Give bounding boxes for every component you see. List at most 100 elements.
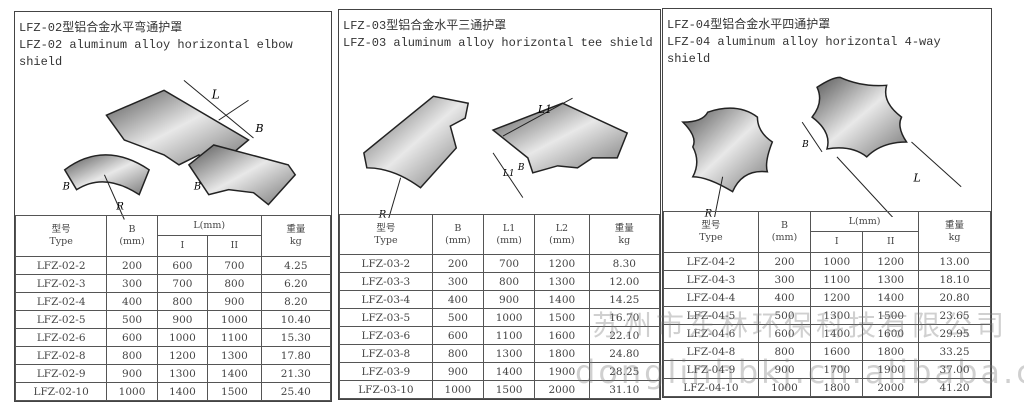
table-cell-text: LFZ-04-10 xyxy=(683,381,739,394)
table-cell: 200 xyxy=(431,254,484,273)
title-cn: LFZ-02型铝合金水平弯通护罩 xyxy=(19,21,183,35)
table-cell-text: 600 xyxy=(447,329,468,342)
dim-label: B xyxy=(517,163,525,173)
l1-header-unit: (mm) xyxy=(496,234,522,246)
table-cell: 1300 xyxy=(207,346,262,365)
tee-shield-panel: LFZ-03型铝合金水平三通护罩 LFZ-03 aluminum alloy h… xyxy=(338,9,661,400)
table-cell-text: 900 xyxy=(499,293,520,306)
dim-label: B xyxy=(254,122,263,135)
table-cell-text: 1200 xyxy=(823,291,851,304)
table-cell: 15.30 xyxy=(260,328,332,347)
table-cell: 1000 xyxy=(757,378,812,397)
l-header-text: L(mm) xyxy=(848,215,881,227)
table-cell: 1400 xyxy=(156,382,209,401)
panel-title: LFZ-02型铝合金水平弯通护罩 LFZ-02 aluminum alloy h… xyxy=(19,20,329,71)
type-header-label: 型号 xyxy=(51,224,71,235)
table-cell-text: 1800 xyxy=(548,347,576,360)
table-cell-text: 1000 xyxy=(444,383,472,396)
table-cell: 33.25 xyxy=(918,342,991,361)
table-cell: 37.00 xyxy=(918,360,991,379)
table-cell-text: 1400 xyxy=(823,327,851,340)
table-cell-text: 400 xyxy=(774,291,795,304)
table-cell: 1500 xyxy=(207,382,262,401)
elbow-shield-panel: LFZ-02型铝合金水平弯通护罩 LFZ-02 aluminum alloy h… xyxy=(14,11,332,402)
table-cell-text: 2000 xyxy=(877,381,905,394)
dim-label: R xyxy=(378,210,387,218)
table-cell-text: LFZ-02-4 xyxy=(36,295,86,308)
table-cell-text: LFZ-02-8 xyxy=(36,349,86,362)
table-cell: 18.10 xyxy=(918,270,991,289)
panel-title: LFZ-04型铝合金水平四通护罩 LFZ-04 aluminum alloy h… xyxy=(667,17,977,68)
table-cell-text: LFZ-04-9 xyxy=(686,363,736,376)
table-cell: 700 xyxy=(207,256,262,275)
table-cell: 600 xyxy=(106,328,158,347)
table-cell-text: 800 xyxy=(499,275,520,288)
table-cell: 23.65 xyxy=(918,306,991,325)
l-header-text: L(mm) xyxy=(193,219,226,231)
weight-header-label: 重量 xyxy=(286,224,306,235)
table-cell-text: 600 xyxy=(774,327,795,340)
type-header-unit: Type xyxy=(49,236,73,247)
table-cell: 500 xyxy=(431,308,484,327)
weight-header-unit: kg xyxy=(948,232,961,243)
table-cell-text: LFZ-03-4 xyxy=(361,293,411,306)
table-cell: 600 xyxy=(156,256,209,275)
table-cell-text: 200 xyxy=(122,259,143,272)
b-header: B(mm) xyxy=(106,215,158,257)
table-cell: 1600 xyxy=(534,326,590,345)
b-header-label: B xyxy=(780,220,788,231)
table-cell-text: 1600 xyxy=(823,345,851,358)
l1-header-label: L1 xyxy=(502,222,516,234)
table-cell-text: 1800 xyxy=(877,345,905,358)
table-cell: 800 xyxy=(156,292,209,311)
table-cell-text: LFZ-02-5 xyxy=(36,313,86,326)
table-cell: 1000 xyxy=(810,252,864,271)
table-cell: 16.70 xyxy=(588,308,661,327)
table-cell-text: 500 xyxy=(447,311,468,324)
table-cell-text: 28.25 xyxy=(609,365,640,378)
table-cell-text: 1100 xyxy=(823,273,851,286)
table-cell-text: LFZ-03-6 xyxy=(361,329,411,342)
table-cell: LFZ-02-6 xyxy=(14,328,108,347)
table-cell-text: LFZ-04-8 xyxy=(686,345,736,358)
table-cell: LFZ-03-3 xyxy=(339,272,433,291)
type-header-label: 型号 xyxy=(701,220,721,231)
table-cell: 1500 xyxy=(534,308,590,327)
table-cell: 1900 xyxy=(862,360,920,379)
table-cell: LFZ-02-8 xyxy=(14,346,108,365)
table-cell-text: 1100 xyxy=(221,331,248,344)
table-cell: LFZ-03-2 xyxy=(339,254,433,273)
b-header-label: B xyxy=(454,222,462,234)
table-cell: 400 xyxy=(431,290,484,309)
l1-header-text: I xyxy=(834,236,839,247)
b-header-label: B xyxy=(128,224,136,235)
table-cell: 200 xyxy=(757,252,812,271)
table-cell: 900 xyxy=(482,290,536,309)
dim-label: L xyxy=(211,87,220,101)
table-cell: 13.00 xyxy=(918,252,991,271)
table-cell: 800 xyxy=(207,274,262,293)
table-cell: LFZ-03-4 xyxy=(339,290,433,309)
table-cell: 800 xyxy=(106,346,158,365)
table-cell: 600 xyxy=(431,326,484,345)
b-header-unit: (mm) xyxy=(771,232,798,243)
title-en: LFZ-02 aluminum alloy horizontal elbow s… xyxy=(19,38,300,69)
table-cell: 41.20 xyxy=(918,378,991,397)
table-cell: 700 xyxy=(156,274,209,293)
table-cell: 800 xyxy=(431,344,484,363)
table-cell: 10.40 xyxy=(260,310,332,329)
table-cell-text: 21.30 xyxy=(280,367,311,380)
table-cell: 400 xyxy=(757,288,812,307)
table-cell-text: LFZ-04-6 xyxy=(686,327,736,340)
table-cell-text: 1600 xyxy=(877,327,905,340)
table-cell-text: 37.00 xyxy=(939,363,970,376)
table-cell-text: LFZ-02-10 xyxy=(33,385,89,398)
